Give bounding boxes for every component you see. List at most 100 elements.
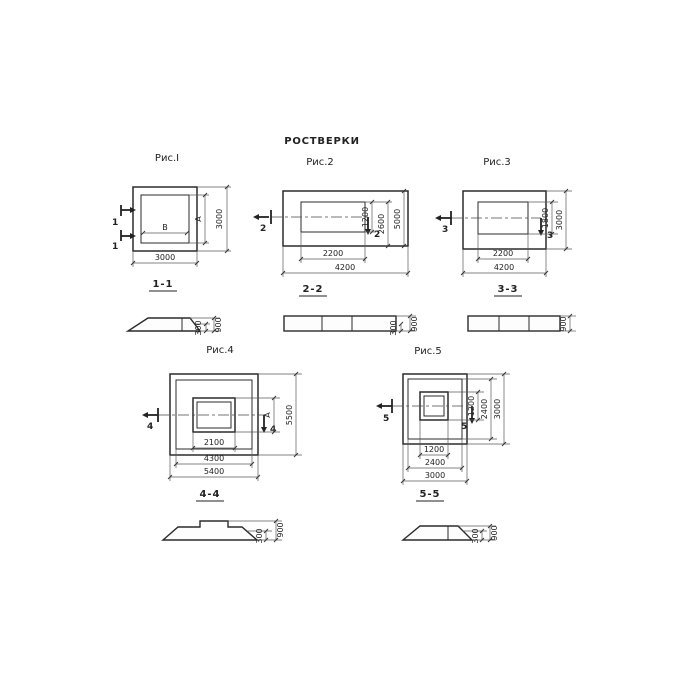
plan-outline-outer	[169, 373, 259, 456]
arrowhead-icon	[435, 215, 441, 221]
figure-caption: Рис.3	[483, 157, 511, 168]
dim-label: 2100	[204, 438, 224, 447]
drawing-title: РОСТВЕРКИ	[284, 136, 360, 147]
dim-tick	[190, 445, 196, 451]
dim-tick	[400, 478, 406, 484]
dim-tick	[280, 270, 286, 276]
plan-outline-outer	[462, 190, 547, 250]
dim-label: 300	[194, 320, 203, 335]
dim-tick	[385, 199, 391, 205]
dim-label: 2400	[480, 399, 489, 419]
dim-tick	[140, 230, 146, 236]
dim-label: 3000	[155, 253, 175, 262]
cut-label: 5	[461, 422, 467, 432]
dim-tick	[249, 461, 255, 467]
dim-tick	[369, 229, 375, 235]
dim-label: 900	[490, 525, 499, 540]
dim-tick	[401, 188, 407, 194]
dim-label: 5400	[204, 467, 224, 476]
dim-label: 1200	[361, 207, 370, 227]
dim-tick	[407, 328, 413, 334]
dim-label: 900	[276, 522, 285, 537]
dim-label: 5500	[285, 405, 294, 425]
section-profile	[401, 525, 474, 541]
dim-tick	[488, 436, 494, 442]
dim-tick	[369, 199, 375, 205]
dim-tick	[475, 256, 481, 262]
arrowhead-icon	[253, 214, 259, 220]
dim-tick	[501, 441, 507, 447]
figure-5: Рис.5 5 5 1200 2400 3000 1200 2400	[376, 346, 510, 544]
dim-label: 900	[214, 317, 223, 332]
figure-4: Рис.4 4 4 A 5500 2100 4300 5400 4-4	[142, 345, 302, 544]
section-title: 1-1	[152, 279, 173, 290]
dim-tick	[549, 231, 555, 237]
dim-tick	[407, 313, 413, 319]
dim-label: 5000	[393, 209, 402, 229]
plan-outline-middle	[407, 378, 463, 440]
figure-3: Рис.3 3 3 1800 3000 2200 4200 3-3	[435, 157, 576, 334]
dim-tick	[567, 313, 573, 319]
dim-label: 4300	[204, 454, 224, 463]
dim-tick	[362, 256, 368, 262]
dim-label: 3000	[555, 210, 564, 230]
plan-outline-inner2	[196, 401, 232, 429]
dim-label: 1200	[424, 445, 444, 454]
plan-outline-middle	[175, 379, 253, 450]
arrowhead-icon	[261, 427, 267, 433]
dim-label: 1200	[467, 396, 476, 416]
dim-label: 300	[389, 320, 398, 335]
section-profile	[283, 315, 397, 332]
dim-label: 3000	[493, 399, 502, 419]
dim-label: B	[162, 223, 168, 232]
dim-tick	[271, 395, 277, 401]
dim-tick	[202, 192, 208, 198]
cut-label: 1	[112, 242, 118, 252]
dim-tick	[405, 465, 411, 471]
dim-tick	[184, 230, 190, 236]
section-title: 5-5	[419, 489, 440, 500]
dim-tick	[298, 256, 304, 262]
dim-tick	[445, 452, 451, 458]
dim-tick	[211, 328, 217, 334]
figure-caption: Рис.4	[206, 345, 234, 356]
cut-label: 3	[442, 225, 448, 235]
arrowhead-icon	[130, 233, 136, 239]
dim-label: A	[263, 412, 272, 418]
dim-label: 2200	[323, 249, 343, 258]
dim-tick	[130, 260, 136, 266]
dim-tick	[487, 537, 493, 543]
section-title: 2-2	[302, 284, 323, 295]
dim-tick	[232, 445, 238, 451]
arrowhead-icon	[538, 230, 544, 236]
dim-tick	[398, 328, 404, 334]
plan-outline-outer	[402, 373, 468, 445]
dim-tick	[224, 184, 230, 190]
dim-label: 900	[410, 316, 419, 331]
dim-tick	[398, 321, 404, 327]
dim-tick	[479, 537, 485, 543]
dim-tick	[488, 376, 494, 382]
cut-label: 4	[270, 425, 276, 435]
dim-tick	[173, 461, 179, 467]
section-profile	[125, 317, 202, 332]
figure-2: Рис.2 2 2 1200 2600 5000 2200 4200 2-2	[253, 157, 419, 336]
figure-caption: Рис.2	[306, 157, 334, 168]
dim-tick	[460, 270, 466, 276]
cut-label: 1	[112, 218, 118, 228]
dim-tick	[525, 256, 531, 262]
dim-tick	[417, 452, 423, 458]
dim-tick	[273, 537, 279, 543]
plan-outline-inner	[140, 194, 190, 244]
arrowhead-icon	[142, 412, 148, 418]
plan-outline-inner2	[423, 395, 445, 417]
dim-tick	[549, 199, 555, 205]
dim-tick	[475, 417, 481, 423]
dim-label: 3000	[425, 471, 445, 480]
dim-tick	[459, 465, 465, 471]
dim-label: A	[194, 216, 203, 222]
dim-label: 2600	[377, 214, 386, 234]
section-title: 3-3	[497, 284, 518, 295]
cut-label: 2	[374, 230, 380, 240]
